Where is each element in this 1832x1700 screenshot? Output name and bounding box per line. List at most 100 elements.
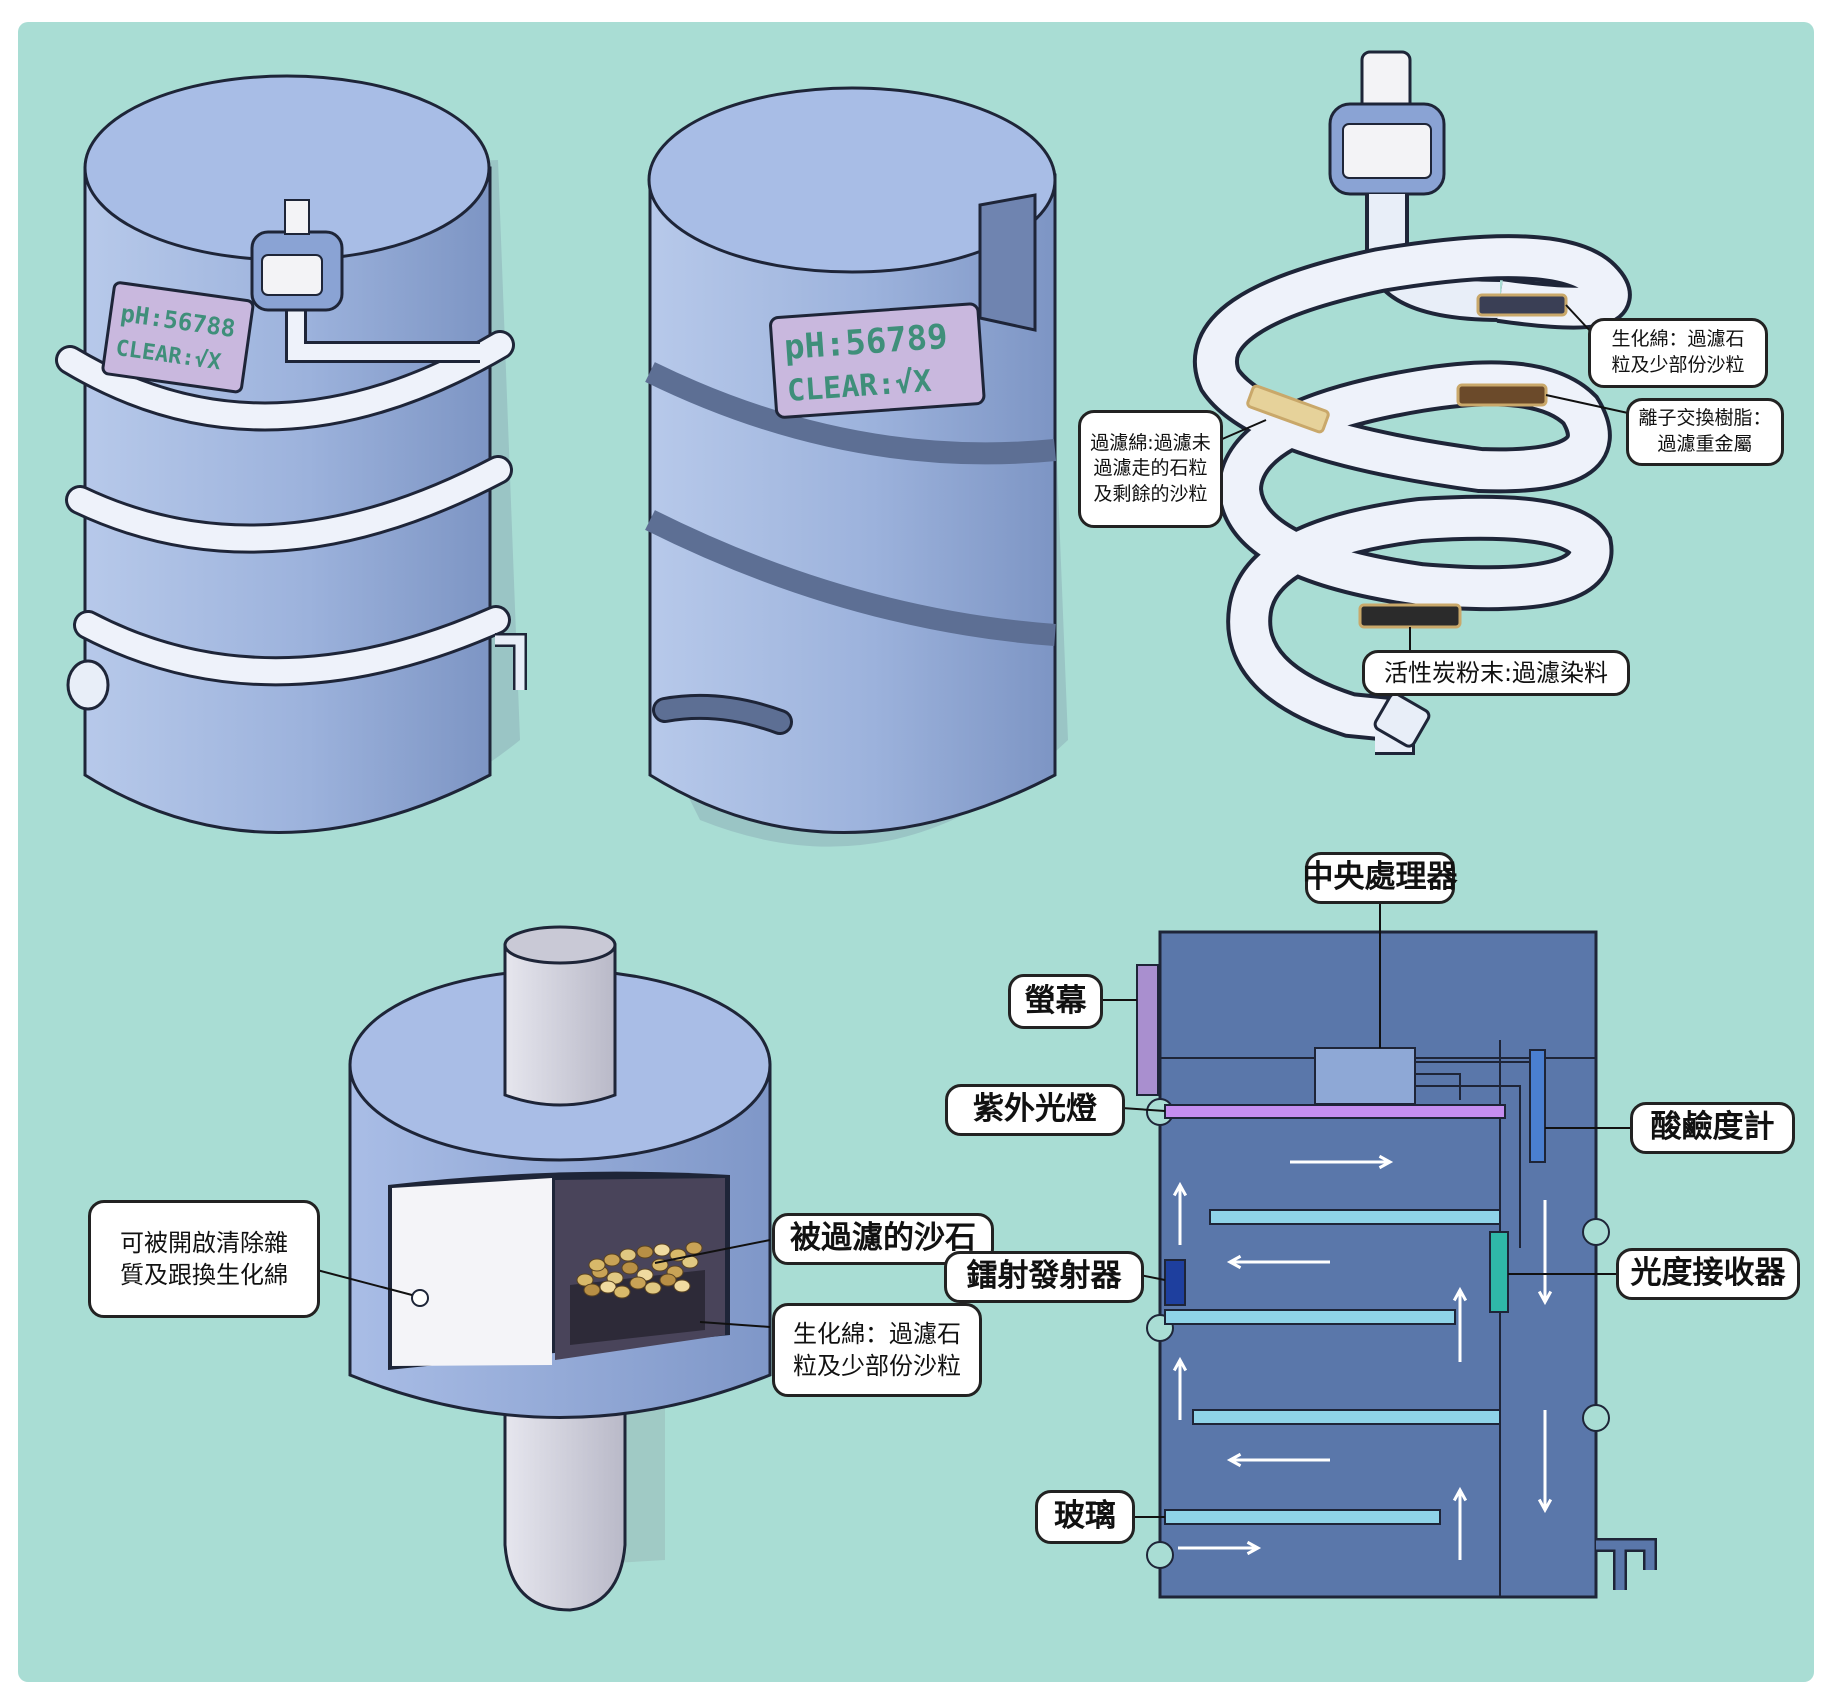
label-coil-filter-cotton-line-1: 過濾綿:過濾未 <box>1090 431 1211 454</box>
label-cpu: 中央處理器 <box>1303 852 1458 904</box>
label-laser-text: 鐳射發射器 <box>966 1258 1122 1295</box>
tank-1-tube-3 <box>76 608 508 684</box>
tank-2-screen <box>769 302 986 419</box>
tank-1-tube-1 <box>58 333 512 429</box>
tank-2-groove-1 <box>645 362 1057 465</box>
label-coil-bio-sponge-line-2: 粒及少部份沙粒 <box>1611 354 1745 376</box>
sand-stone <box>653 1243 671 1257</box>
leader-coil-cotton <box>1219 419 1267 441</box>
tank-1-tube-2 <box>68 458 510 551</box>
label-coil-bio-sponge: 生化綿：過濾石粒及少部份沙粒 <box>1588 318 1768 388</box>
tank-2: pH:56789 CLEAR:√X <box>645 86 1068 847</box>
filter-door-handle-icon[interactable] <box>411 1289 429 1307</box>
leader-uv-lamp <box>1121 1107 1166 1112</box>
label-laser: 鐳射發射器 <box>944 1251 1144 1303</box>
label-coil-carbon-line-1: 活性炭粉末:過濾染料 <box>1383 658 1609 687</box>
sand-stone <box>673 1279 691 1293</box>
section-glass-1 <box>1209 1209 1501 1225</box>
sand-stone <box>685 1241 703 1255</box>
tap-icon[interactable] <box>1596 1540 1655 1590</box>
label-coil-filter-cotton: 過濾綿:過濾未過濾走的石粒及剩餘的沙粒 <box>1078 410 1223 528</box>
arrow-icon <box>1172 1356 1188 1420</box>
filter-cutaway <box>316 925 772 1612</box>
arrow-icon <box>1537 1410 1553 1514</box>
flow-arrows <box>1172 1154 1553 1560</box>
tank-1-screen <box>101 281 255 394</box>
sand-stone <box>603 1253 621 1267</box>
sand-stone <box>636 1245 654 1259</box>
arrow-icon <box>1452 1286 1468 1362</box>
tank-1-outlet <box>66 659 110 711</box>
arrow-icon <box>1537 1200 1553 1306</box>
section-laser <box>1164 1259 1186 1306</box>
coil-tube <box>1196 238 1628 739</box>
sand-stone <box>629 1276 647 1290</box>
section-glass-4 <box>1164 1509 1441 1525</box>
label-filter-openable: 可被開啟清除雜質及跟換生化綿 <box>88 1200 320 1318</box>
label-filter-sand: 被過濾的沙石 <box>772 1213 994 1265</box>
hole-icon-right-2 <box>1582 1404 1610 1432</box>
arrow-icon <box>1226 1452 1330 1468</box>
label-filter-sand-line-1: 被過濾的沙石 <box>790 1220 976 1257</box>
section-receiver <box>1489 1231 1509 1313</box>
coil-loops <box>1192 234 1632 743</box>
label-coil-filter-cotton-line-2: 過濾走的石粒 <box>1093 457 1208 480</box>
coil-window-carbon <box>1358 603 1462 629</box>
arrow-icon <box>1290 1154 1394 1170</box>
hole-icon-right-1 <box>1582 1218 1610 1246</box>
sand-stone <box>613 1285 631 1299</box>
filter-sand-stones <box>576 1241 703 1299</box>
label-coil-carbon: 活性炭粉末:過濾染料 <box>1362 650 1630 696</box>
arrow-icon <box>1178 1540 1262 1556</box>
section-monitor <box>1136 964 1159 1096</box>
label-filter-bio-sponge-line-2: 粒及少部份沙粒 <box>793 1352 961 1380</box>
label-receiver: 光度接收器 <box>1616 1248 1800 1300</box>
label-ph-meter-text: 酸鹼度計 <box>1650 1109 1775 1146</box>
section-body <box>1158 930 1598 1599</box>
label-filter-bio-sponge: 生化綿：過濾石粒及少部份沙粒 <box>772 1303 982 1397</box>
coil-window-resin <box>1456 383 1548 407</box>
tank-2-lid <box>647 86 1057 274</box>
label-monitor-text: 螢幕 <box>1024 982 1087 1019</box>
sand-stone <box>659 1273 677 1287</box>
section-glass-3 <box>1192 1409 1501 1425</box>
label-monitor: 螢幕 <box>1008 974 1103 1029</box>
section-ph-meter <box>1529 1049 1546 1163</box>
arrow-icon <box>1452 1486 1468 1560</box>
label-coil-ion-resin: 離子交換樹脂： 過濾重金屬 <box>1626 398 1784 466</box>
filter-door[interactable] <box>392 1178 552 1366</box>
sand-stone <box>621 1261 639 1275</box>
tank-2-notch <box>978 193 1037 332</box>
leader-filter-bio <box>699 1321 771 1328</box>
label-uv-lamp-text: 紫外光燈 <box>973 1091 1097 1128</box>
label-filter-openable-line-1: 可被開啟清除雜 <box>120 1228 288 1257</box>
label-coil-filter-cotton-line-3: 及剩餘的沙粒 <box>1093 482 1208 505</box>
sand-stone <box>619 1248 637 1262</box>
tank-1: pH:56788 CLEAR:√X <box>55 74 527 834</box>
sand-stone <box>644 1281 662 1295</box>
leader-coil-bio <box>1565 304 1593 334</box>
label-coil-bio-sponge-line-1: 生化綿：過濾石 <box>1611 328 1745 351</box>
label-uv-lamp: 紫外光燈 <box>945 1084 1125 1136</box>
arrow-icon <box>1226 1254 1330 1270</box>
leader-coil-resin <box>1545 394 1629 414</box>
coil-window-bio <box>1476 293 1568 317</box>
sand-stone <box>576 1273 594 1287</box>
cross-section <box>1100 878 1657 1599</box>
label-coil-ion-resin-line-1: 離子交換樹脂： <box>1638 407 1772 430</box>
section-cpu <box>1314 1047 1416 1105</box>
sand-stone <box>599 1280 617 1294</box>
leader-filter-door <box>316 1269 413 1296</box>
tank-1-tap <box>495 635 525 690</box>
coil-window-cotton <box>1246 384 1330 434</box>
sand-stone <box>583 1283 601 1297</box>
section-uv-lamp <box>1164 1104 1506 1119</box>
coil-filter <box>1192 50 1632 755</box>
tank-1-pipe <box>288 300 480 360</box>
filter-inlet-pipe <box>503 943 617 1107</box>
label-coil-ion-resin-line-2: 過濾重金屬 <box>1657 433 1753 455</box>
tank-2-groove-2 <box>645 510 1056 646</box>
section-glass-2 <box>1164 1309 1456 1325</box>
tank-2-slot <box>655 696 790 732</box>
